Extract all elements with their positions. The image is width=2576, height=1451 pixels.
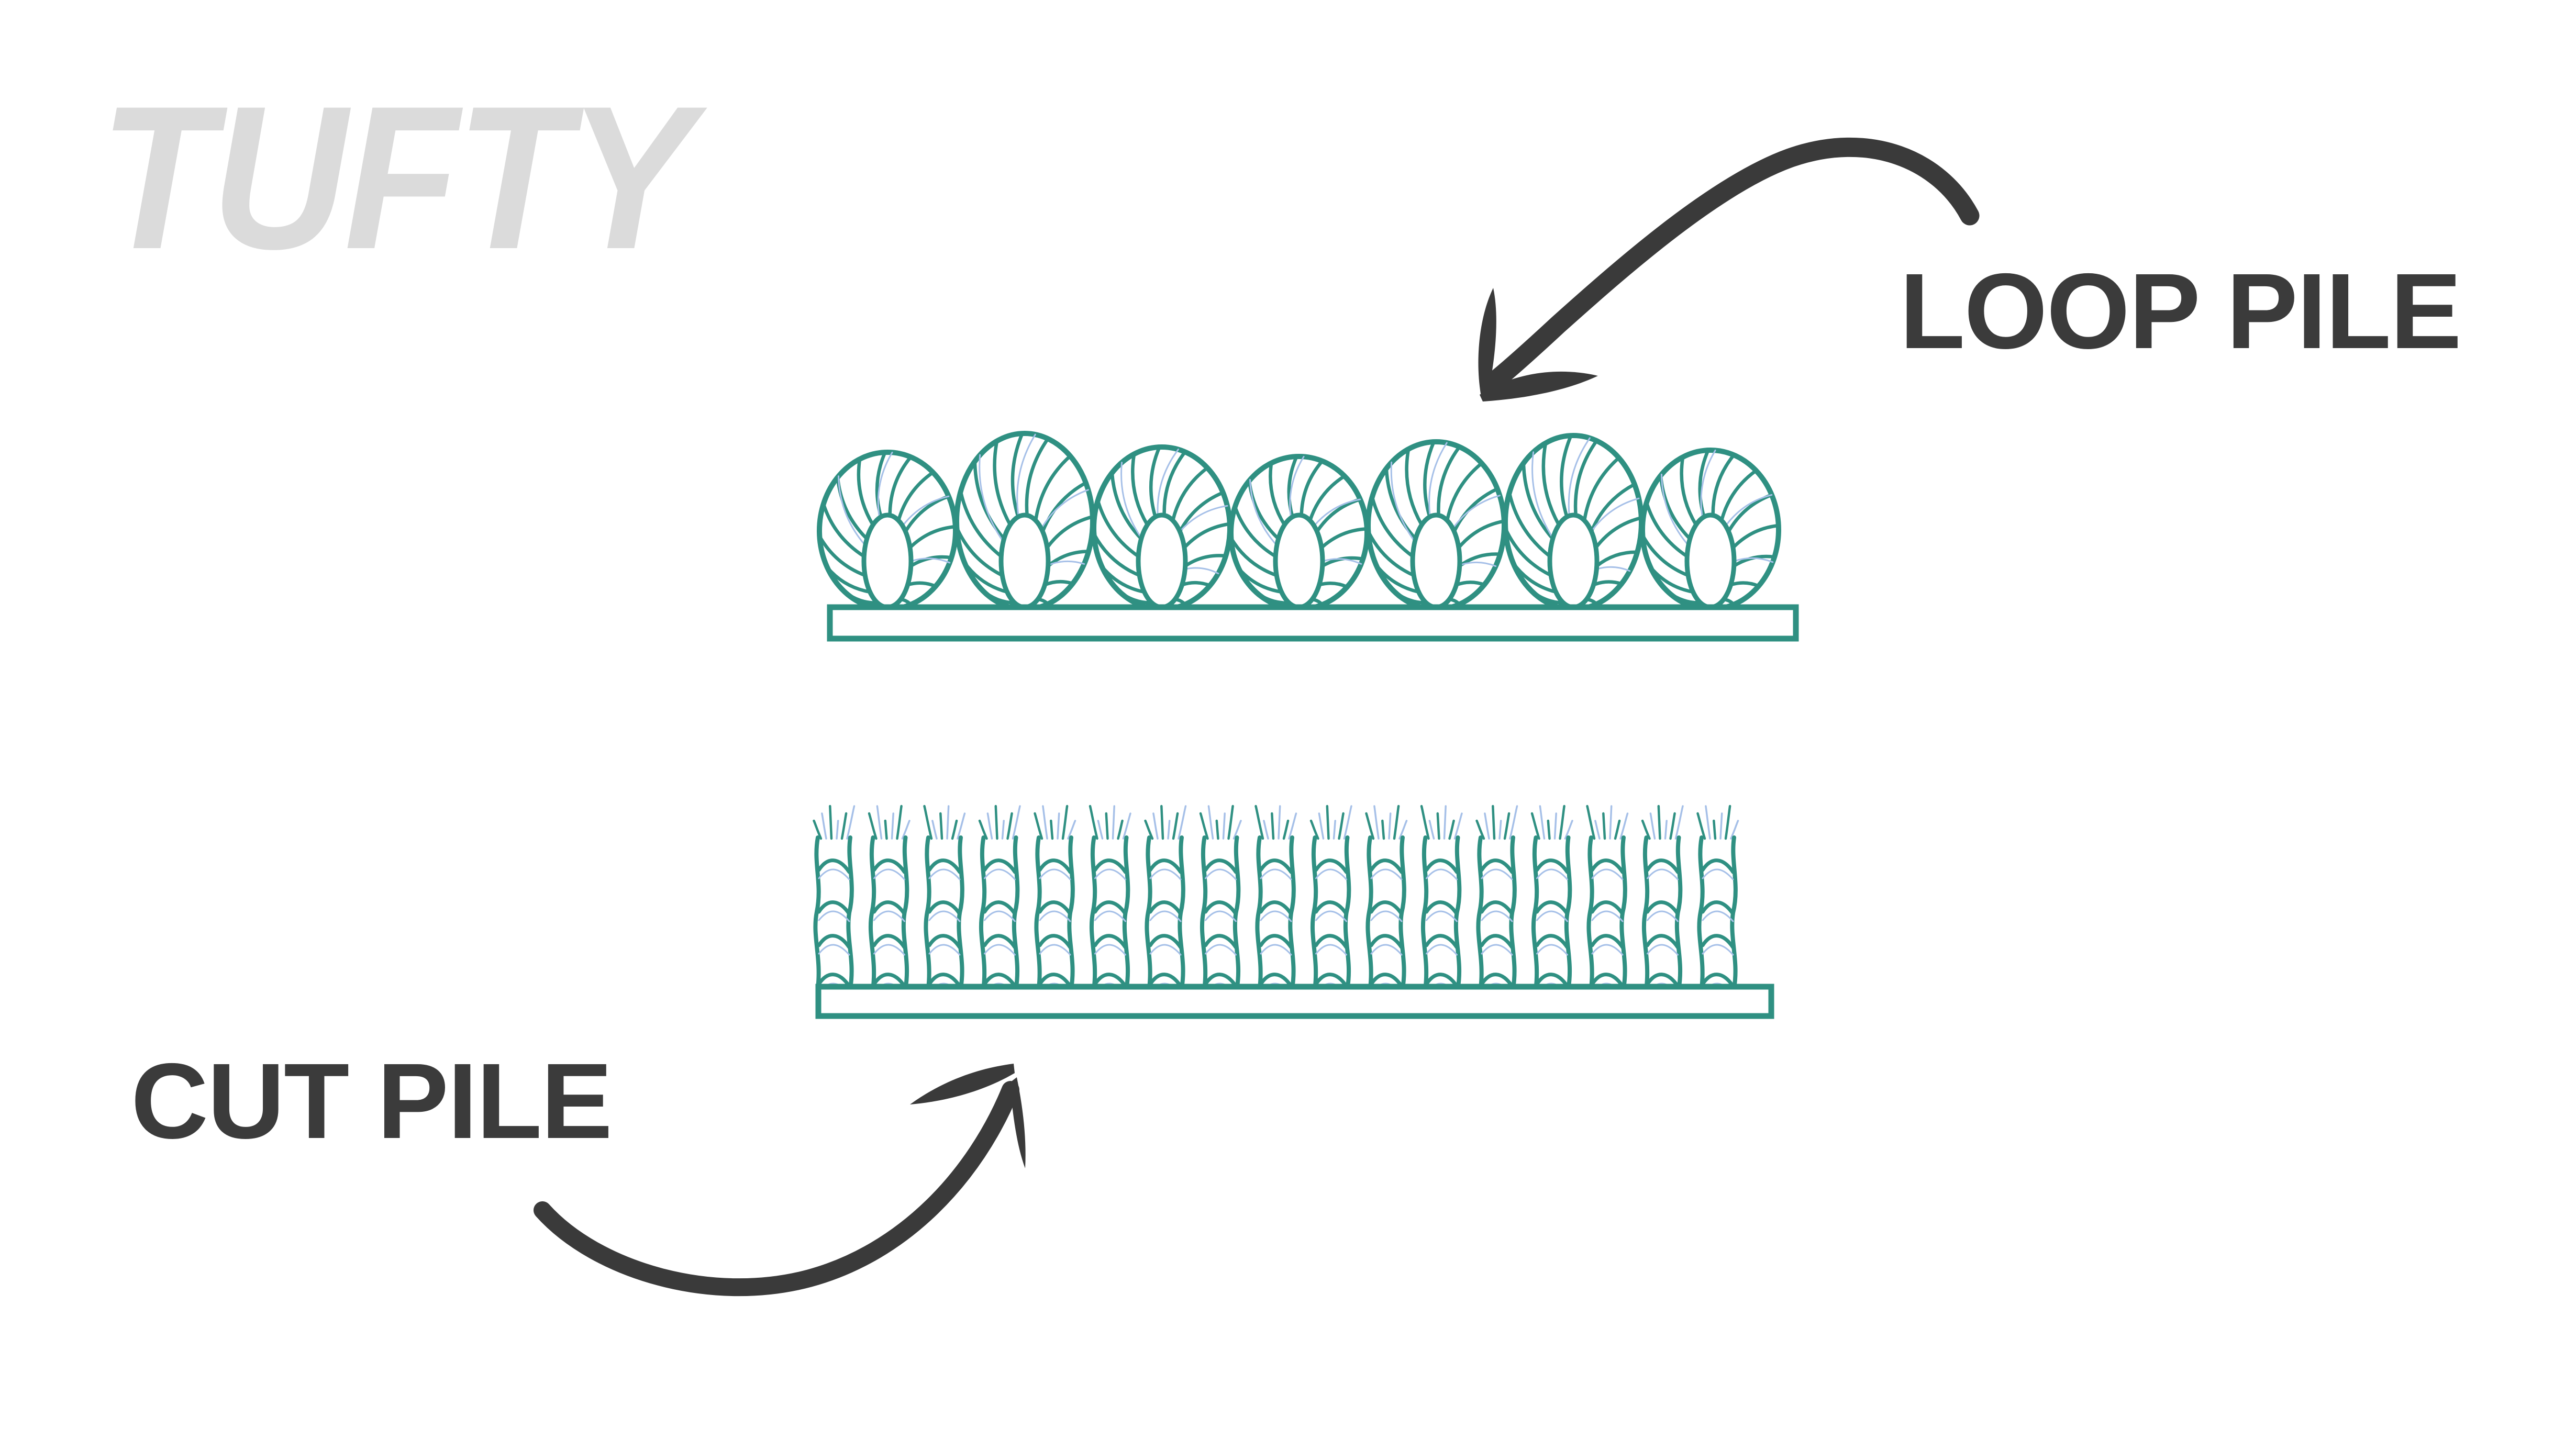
- loop-unit: [1503, 433, 1644, 612]
- cut-strand: [1475, 805, 1518, 995]
- loop-unit: [1365, 439, 1507, 612]
- cut-strand: [868, 805, 911, 995]
- loop-unit: [817, 450, 958, 612]
- loop-pile-backing: [827, 604, 1799, 642]
- cut-strand: [1365, 805, 1408, 995]
- cut-strand: [1254, 805, 1297, 995]
- brand-logo: TUFTY: [99, 63, 693, 292]
- cut-pile-illustration: [813, 805, 1774, 1019]
- cut-strand: [1034, 805, 1076, 995]
- curved-arrow-down-left-icon: [1478, 137, 1980, 401]
- loop-unit: [1228, 454, 1370, 612]
- curved-arrow-up-right-icon: [534, 1064, 1026, 1297]
- cut-pile-label: CUT PILE: [131, 1041, 613, 1161]
- loop-unit: [954, 431, 1095, 612]
- cut-strand: [1420, 805, 1463, 995]
- cut-strand: [1586, 805, 1629, 995]
- loop-unit: [1091, 444, 1233, 612]
- cut-strand: [1530, 805, 1573, 995]
- cut-strand: [813, 805, 856, 995]
- cut-strand: [1089, 805, 1131, 995]
- cut-strand: [978, 805, 1021, 995]
- cut-strand: [1309, 805, 1352, 995]
- cut-strand: [1199, 805, 1242, 995]
- cut-strand: [923, 805, 966, 995]
- loop-pile-illustration: [817, 431, 1799, 642]
- cut-strand: [1144, 805, 1187, 995]
- cut-strand: [1641, 805, 1684, 995]
- loop-pile-label: LOOP PILE: [1900, 251, 2462, 371]
- cut-pile-backing: [815, 984, 1774, 1019]
- loop-unit: [1640, 448, 1781, 612]
- cut-strand: [1696, 805, 1739, 995]
